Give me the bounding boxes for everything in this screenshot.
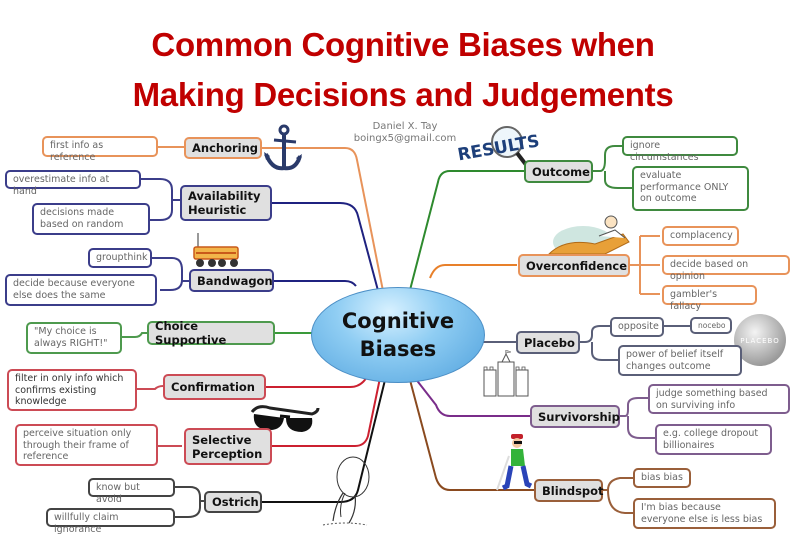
connector-choice-leaf xyxy=(122,332,148,338)
node-survivorship[interactable]: Survivorship xyxy=(530,405,620,428)
node-choice-supportive[interactable]: Choice Supportive xyxy=(147,319,275,347)
blind-man-icon xyxy=(495,432,535,498)
connector-outcome-leaves xyxy=(593,145,632,189)
connector-blindspot-leaves xyxy=(603,477,633,514)
node-confirmation[interactable]: Confirmation xyxy=(163,374,266,400)
leaf-gamblers-fallacy[interactable]: gambler's fallacy xyxy=(662,285,757,312)
connector-overconfidence xyxy=(429,264,517,279)
connector-survivorship-leaves xyxy=(620,397,655,439)
relaxing-man-icon xyxy=(545,212,635,260)
availability-line-2: Heuristic xyxy=(188,203,247,217)
connector-ostrich-leaves xyxy=(175,486,205,518)
node-anchoring[interactable]: Anchoring xyxy=(184,137,262,159)
availability-line-1: Availability xyxy=(188,189,261,203)
leaf-judge-something[interactable]: judge something based on surviving info xyxy=(648,384,790,414)
leaf-overestimate-info-at-hand[interactable]: overestimate info at hand xyxy=(5,170,141,197)
leaf-ignore-circumstances[interactable]: ignore circumstances xyxy=(622,136,738,163)
connector-bandwagon-leaves xyxy=(152,257,190,291)
connector-placebo-leaves xyxy=(580,325,690,361)
node-ostrich[interactable]: Ostrich xyxy=(204,491,262,513)
connector-availability-leaves xyxy=(140,178,180,221)
leaf-power-of-belief[interactable]: power of belief itself changes outcome xyxy=(618,345,742,376)
leaf-im-bias-because[interactable]: I'm bias because everyone else is less b… xyxy=(633,498,776,529)
sunglasses-icon xyxy=(250,400,320,440)
title-line-2: Making Decisions and Judgements xyxy=(132,76,674,113)
placebo-pill-text: PLACEBO xyxy=(740,337,779,345)
title-line-1: Common Cognitive Biases when xyxy=(151,26,655,63)
connector-bandwagon xyxy=(274,280,357,287)
connector-overconfidence-leaves xyxy=(630,235,660,295)
leaf-my-choice-is-always-right[interactable]: "My choice is always RIGHT!" xyxy=(26,322,122,354)
center-node-cognitive-biases[interactable]: Cognitive Biases xyxy=(311,287,485,383)
leaf-evaluate-performance[interactable]: evaluate performance ONLY on outcome xyxy=(632,166,749,211)
connector-confirmation-leaf xyxy=(137,385,164,390)
center-line-2: Biases xyxy=(359,337,437,361)
connector-blindspot xyxy=(409,379,534,491)
wagon-icon xyxy=(190,231,240,275)
connector-availability xyxy=(272,202,381,299)
connector-ostrich xyxy=(262,379,386,503)
leaf-decide-because-everyone[interactable]: decide because everyone else does the sa… xyxy=(5,274,157,306)
ostrich-icon xyxy=(315,455,375,534)
selective-line-1: Selective xyxy=(192,432,252,447)
leaf-willfully-claim-ignorance[interactable]: willfully claim ignorance xyxy=(46,508,175,535)
connector-selective-perception xyxy=(272,377,381,447)
author-credit: Daniel X. Tay boingx5@gmail.com xyxy=(350,121,460,145)
leaf-groupthink[interactable]: groupthink xyxy=(88,248,152,268)
node-outcome[interactable]: Outcome xyxy=(524,160,593,183)
leaf-know-but-avoid[interactable]: know but avoid xyxy=(88,478,175,505)
author-name: Daniel X. Tay xyxy=(372,121,438,132)
leaf-filter-in-only-info[interactable]: filter in only info which confirms exist… xyxy=(7,369,137,411)
node-overconfidence[interactable]: Overconfidence xyxy=(518,254,630,277)
leaf-complacency[interactable]: complacency xyxy=(662,226,739,246)
connector-confirmation xyxy=(266,374,369,388)
leaf-nocebo[interactable]: nocebo xyxy=(690,317,732,334)
leaf-opposite[interactable]: opposite xyxy=(610,317,664,337)
anchor-icon xyxy=(262,124,302,178)
selective-line-2: Perception xyxy=(192,446,263,461)
connector-anchoring xyxy=(258,147,385,297)
leaf-first-info-as-reference[interactable]: first info as reference xyxy=(42,136,158,163)
node-placebo[interactable]: Placebo xyxy=(516,331,580,354)
author-email: boingx5@gmail.com xyxy=(353,133,457,144)
node-blindspot[interactable]: Blindspot xyxy=(534,479,604,502)
leaf-decisions-made-based-on-random[interactable]: decisions made based on random xyxy=(32,203,150,235)
leaf-perceive-situation[interactable]: perceive situation only through their fr… xyxy=(15,424,158,466)
placebo-pill-icon: PLACEBO xyxy=(732,312,788,372)
connector-outcome xyxy=(409,170,527,291)
node-bandwagon[interactable]: Bandwagon xyxy=(189,269,274,292)
center-line-1: Cognitive xyxy=(341,309,455,333)
leaf-decide-based-on-opinion[interactable]: decide based on opinion xyxy=(662,255,790,282)
connector-survivorship xyxy=(414,377,530,417)
leaf-college-dropout-billionaires[interactable]: e.g. college dropout billionaires xyxy=(655,424,772,455)
leaf-bias-bias[interactable]: bias bias xyxy=(633,468,691,488)
castle-icon xyxy=(480,349,532,402)
